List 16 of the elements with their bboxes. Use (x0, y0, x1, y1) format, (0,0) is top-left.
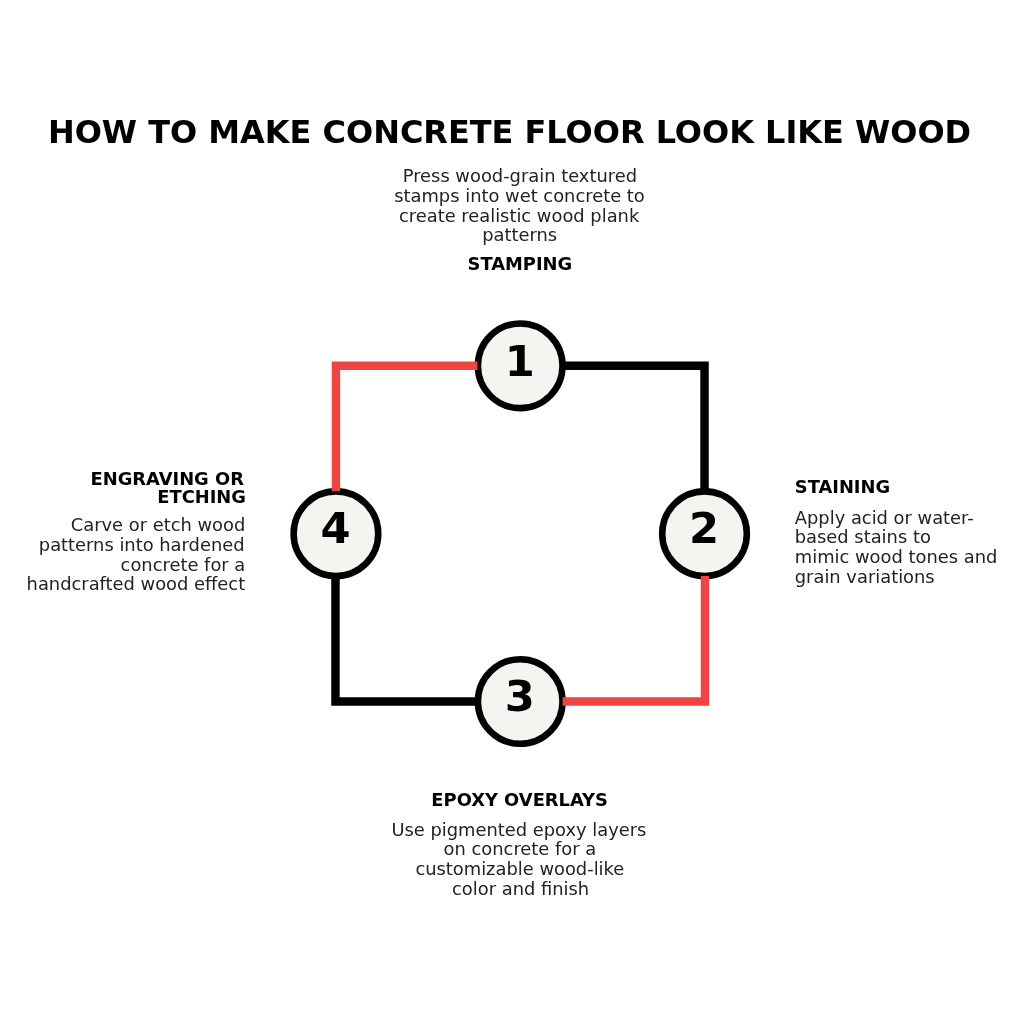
node-label: Carve or etch wood patterns into hardened concrete for a handcrafted wood effect (26, 513, 246, 594)
node-circle: 1 (474, 319, 566, 411)
connector (562, 361, 709, 491)
node-label: EPOXY OVERLAYS (431, 788, 608, 810)
node-label: Press wood-grain textured stamps into wet concrete to create realistic wood plank patterns (394, 164, 645, 245)
node-circle: 4 (290, 487, 382, 579)
node-label: STAINING (794, 475, 891, 497)
node-label: Apply acid or water-based stains to mimic wood tones and grain variations (794, 506, 998, 587)
diagram-title: HOW TO MAKE CONCRETE FLOOR LOOK LIKE WOOD (47, 112, 972, 151)
node-label: Use pigmented epoxy layers on concrete for a customizable wood-like color and finish (391, 818, 647, 899)
node-label: STAMPING (467, 252, 573, 274)
node-label: ENGRAVING OR ETCHING (90, 467, 246, 507)
connector (331, 361, 478, 491)
node-circle: 3 (474, 655, 566, 747)
connector (562, 575, 710, 706)
node-circle: 2 (658, 487, 751, 579)
